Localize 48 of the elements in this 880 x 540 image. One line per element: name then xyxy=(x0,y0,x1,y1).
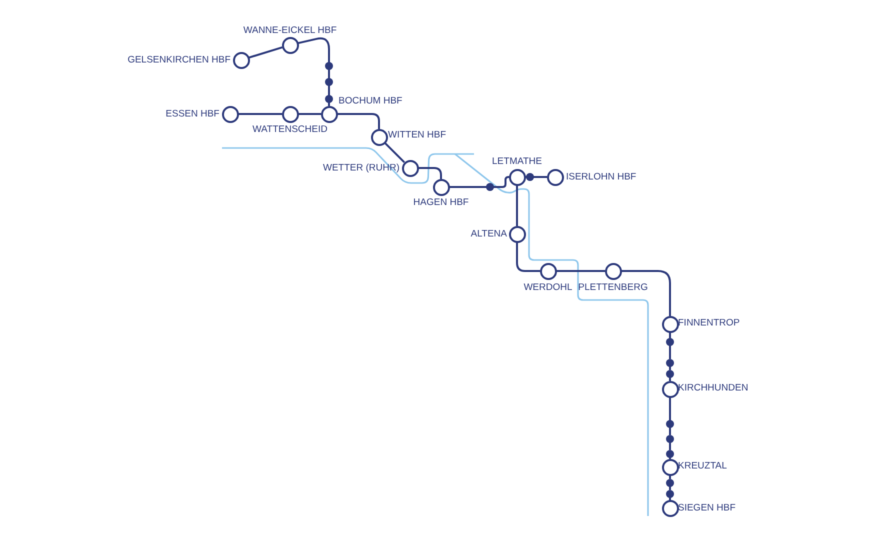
stop-dot xyxy=(666,450,674,458)
rail-line xyxy=(534,176,547,178)
stop-dot xyxy=(486,183,494,191)
rail-line xyxy=(337,113,380,129)
station-name: SIEGEN HBF xyxy=(678,502,736,513)
station-name: FINNENTROP xyxy=(678,318,740,328)
stop-dot xyxy=(526,173,534,181)
rail-line xyxy=(238,113,282,115)
rail-line xyxy=(516,242,540,272)
rail-line xyxy=(669,346,671,359)
rail-line xyxy=(494,176,510,188)
station-name: ALTENA xyxy=(470,228,507,240)
stop-dot xyxy=(666,434,674,442)
station-name: BOCHUM HBF xyxy=(338,96,402,106)
station-name: WERDOHL xyxy=(524,282,572,292)
stop-dot xyxy=(666,478,674,486)
rail-line xyxy=(298,113,321,115)
station-name: WATTENSCHEID xyxy=(252,124,328,134)
station-name: ESSEN HBF xyxy=(166,108,220,120)
station-name: WANNE-EICKEL HBF xyxy=(243,24,337,36)
rail-line xyxy=(669,428,671,435)
rail-line xyxy=(418,167,442,179)
stop-dot xyxy=(325,95,333,103)
station-name: WETTER (RUHR) xyxy=(322,162,400,174)
station-name: PLETTENBERG xyxy=(578,282,648,292)
rail-line xyxy=(621,270,671,316)
station-name: KIRCHHUNDEN xyxy=(678,382,748,394)
rail-line xyxy=(298,37,330,62)
rail-line xyxy=(248,46,283,59)
rail-line xyxy=(384,142,406,164)
station-name: WITTEN HBF xyxy=(388,130,446,140)
stop-dot xyxy=(325,62,333,70)
station-name: LETMATHE xyxy=(492,156,542,166)
station-name: GELSENKIRCHEN HBF xyxy=(128,54,230,66)
rail-line xyxy=(516,185,518,226)
rail-line xyxy=(556,270,605,272)
station-name: ISERLOHN HBF xyxy=(566,172,636,182)
rail-line xyxy=(449,186,486,188)
stop-dot xyxy=(666,370,674,378)
stop-dot xyxy=(666,490,674,498)
stop-dot xyxy=(666,338,674,346)
rail-line xyxy=(328,86,330,96)
station-name: KREUZTAL xyxy=(678,460,727,472)
rail-line xyxy=(669,397,671,420)
stop-dot xyxy=(666,420,674,428)
stop-dot xyxy=(666,358,674,366)
station-name: HAGEN HBF xyxy=(413,196,469,208)
stop-dot xyxy=(325,78,333,86)
